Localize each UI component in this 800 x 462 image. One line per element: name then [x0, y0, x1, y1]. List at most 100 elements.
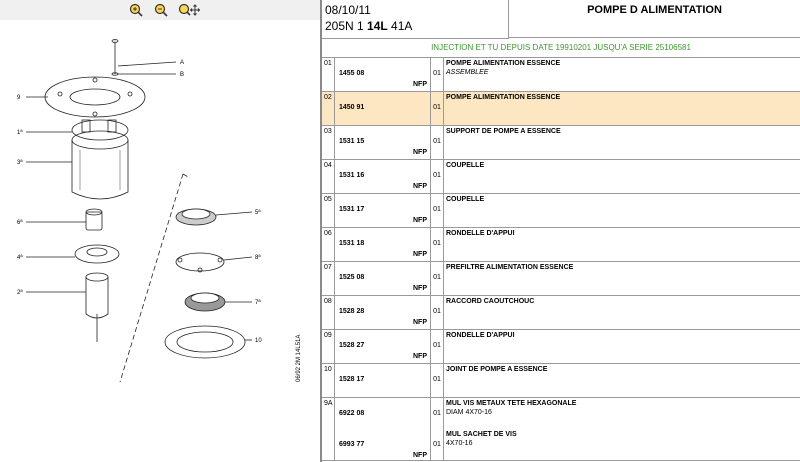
- row-index-cell: 01: [322, 58, 335, 91]
- part-description: POMPE ALIMENTATION ESSENCE: [446, 60, 561, 67]
- row-number: 06: [324, 230, 332, 237]
- reference-cell: 1531 17 NFP: [335, 194, 431, 227]
- callout-b: B: [180, 72, 184, 78]
- callout-10: 10: [255, 338, 262, 344]
- pane-divider[interactable]: [320, 0, 322, 462]
- quantity-cell: [431, 364, 444, 397]
- row-number: 01: [324, 60, 332, 67]
- nfp-flag: NFP: [413, 319, 427, 326]
- zoom-out-icon[interactable]: [153, 2, 169, 18]
- callout-1: 1ª: [17, 129, 23, 136]
- part-quantity: 01: [433, 410, 441, 417]
- row-number: 02: [324, 94, 332, 101]
- part-description: MUL VIS METAUX TETE HEXAGONALE: [446, 400, 577, 407]
- callout-9: 9: [17, 95, 21, 101]
- part-quantity: 01: [433, 308, 441, 315]
- part-reference[interactable]: 1455 08: [339, 70, 365, 77]
- row-index-cell: 02: [322, 92, 335, 125]
- part-reference[interactable]: 1528 27: [339, 342, 365, 349]
- part-reference[interactable]: 1450 91: [339, 104, 365, 111]
- part-reference[interactable]: 1528 28: [339, 308, 365, 315]
- header-date: 08/10/11: [325, 3, 371, 17]
- quantity-cell: [431, 398, 444, 460]
- header-model: 205N 1 14L 41A: [325, 19, 412, 33]
- part-quantity: 01: [433, 342, 441, 349]
- part-subdescription: ASSEMBLEE: [446, 69, 489, 76]
- model-prefix: 205N 1: [325, 19, 368, 33]
- row-number: 03: [324, 128, 332, 135]
- callout-6: 6ª: [17, 219, 23, 226]
- pan-icon[interactable]: [178, 2, 200, 18]
- part-reference[interactable]: 1531 15: [339, 138, 365, 145]
- row-index-cell: 04: [322, 160, 335, 193]
- part-reference[interactable]: 1531 16: [339, 172, 365, 179]
- row-number: 10: [324, 366, 332, 373]
- part-description: RONDELLE D'APPUI: [446, 230, 515, 237]
- part-reference[interactable]: 1531 17: [339, 206, 365, 213]
- callout-7: 7ª: [255, 299, 261, 306]
- part-reference[interactable]: 6922 08: [339, 410, 365, 417]
- row-index-cell: 06: [322, 228, 335, 261]
- part-description: RONDELLE D'APPUI: [446, 332, 515, 339]
- exploded-parts-diagram: A B 9 1ª 3ª 6ª 4ª 2ª 5ª 8ª 7ª 10 06/92 2…: [17, 39, 302, 383]
- quantity-cell: [431, 194, 444, 227]
- model-suffix: 41A: [387, 19, 413, 33]
- nfp-flag: NFP: [413, 285, 427, 292]
- reference-cell: 6922 08 6993 77 NFP: [335, 398, 431, 460]
- quantity-cell: [431, 92, 444, 125]
- callout-2: 2ª: [17, 289, 23, 296]
- header-info: 08/10/11 205N 1 14L 41A: [322, 0, 509, 39]
- part-description: RACCORD CAOUTCHOUC: [446, 298, 535, 305]
- part-quantity: 01: [433, 240, 441, 247]
- row-number: 09: [324, 332, 332, 339]
- part-description: PREFILTRE ALIMENTATION ESSENCE: [446, 264, 574, 271]
- part-quantity: 01: [433, 441, 441, 448]
- quantity-cell: [431, 296, 444, 329]
- callout-a: A: [180, 60, 184, 66]
- row-index-cell: 07: [322, 262, 335, 295]
- part-quantity: 01: [433, 138, 441, 145]
- row-index-cell: 08: [322, 296, 335, 329]
- nfp-flag: NFP: [413, 353, 427, 360]
- callout-3: 3ª: [17, 159, 23, 166]
- table-row[interactable]: 07 1525 08 NFP 01 PREFILTRE ALIMENTATION ESS…: [322, 262, 800, 296]
- quantity-cell: [431, 228, 444, 261]
- callout-4: 4ª: [17, 254, 23, 261]
- part-reference[interactable]: 1528 17: [339, 376, 365, 383]
- row-number: 07: [324, 264, 332, 271]
- row-index-cell: 09: [322, 330, 335, 363]
- nfp-flag: NFP: [413, 452, 427, 459]
- part-description: COUPELLE: [446, 196, 485, 203]
- model-engine: 14L: [367, 19, 388, 33]
- part-reference[interactable]: 6993 77: [339, 441, 365, 448]
- table-row[interactable]: 09 1528 27 NFP 01 RONDELLE D'APPUI: [322, 330, 800, 364]
- part-description: POMPE ALIMENTATION ESSENCE: [446, 94, 561, 101]
- table-row[interactable]: 08 1528 28 NFP 01 RACCORD CAOUTCHOUC: [322, 296, 800, 330]
- quantity-cell: [431, 262, 444, 295]
- row-number: 05: [324, 196, 332, 203]
- row-number: 04: [324, 162, 332, 169]
- applicability-notice: INJECTION ET TU DEPUIS DATE 19910201 JUS…: [322, 39, 800, 58]
- row-number: 08: [324, 298, 332, 305]
- part-reference[interactable]: 1525 08: [339, 274, 365, 281]
- zoom-in-icon[interactable]: [128, 2, 144, 18]
- part-subdescription: DIAM 4X70-16: [446, 409, 492, 416]
- page-title: POMPE D ALIMENTATION: [509, 0, 800, 38]
- nfp-flag: NFP: [413, 217, 427, 224]
- diagram-reference-text: 06/92 2M 14L51A: [296, 335, 302, 382]
- reference-cell: 1450 91: [335, 92, 431, 125]
- part-quantity: 01: [433, 274, 441, 281]
- part-reference[interactable]: 1531 18: [339, 240, 365, 247]
- callout-8: 8ª: [255, 254, 261, 261]
